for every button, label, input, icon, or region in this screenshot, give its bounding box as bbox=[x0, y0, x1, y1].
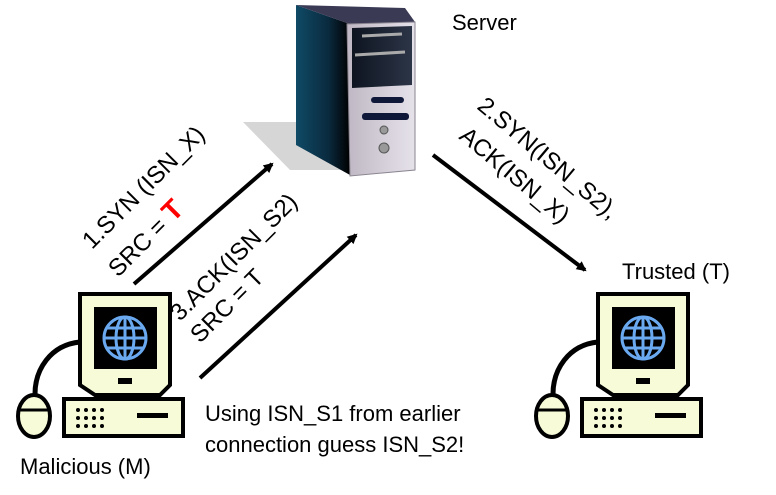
note-line1: Using ISN_S1 from earlier bbox=[205, 401, 461, 426]
arrow-step3 bbox=[198, 233, 358, 380]
malicious-label: Malicious (M) bbox=[20, 454, 151, 479]
server-icon bbox=[243, 5, 416, 177]
trusted-label: Trusted (T) bbox=[622, 259, 730, 284]
malicious-computer-icon bbox=[16, 292, 185, 439]
server-label: Server bbox=[452, 10, 517, 35]
note-line2: connection guess ISN_S2! bbox=[205, 432, 464, 457]
globe-icon bbox=[620, 315, 666, 361]
trusted-computer-icon bbox=[534, 292, 703, 439]
arrow-step1 bbox=[132, 162, 274, 286]
globe-icon bbox=[102, 315, 148, 361]
arrow-step2 bbox=[431, 153, 587, 272]
